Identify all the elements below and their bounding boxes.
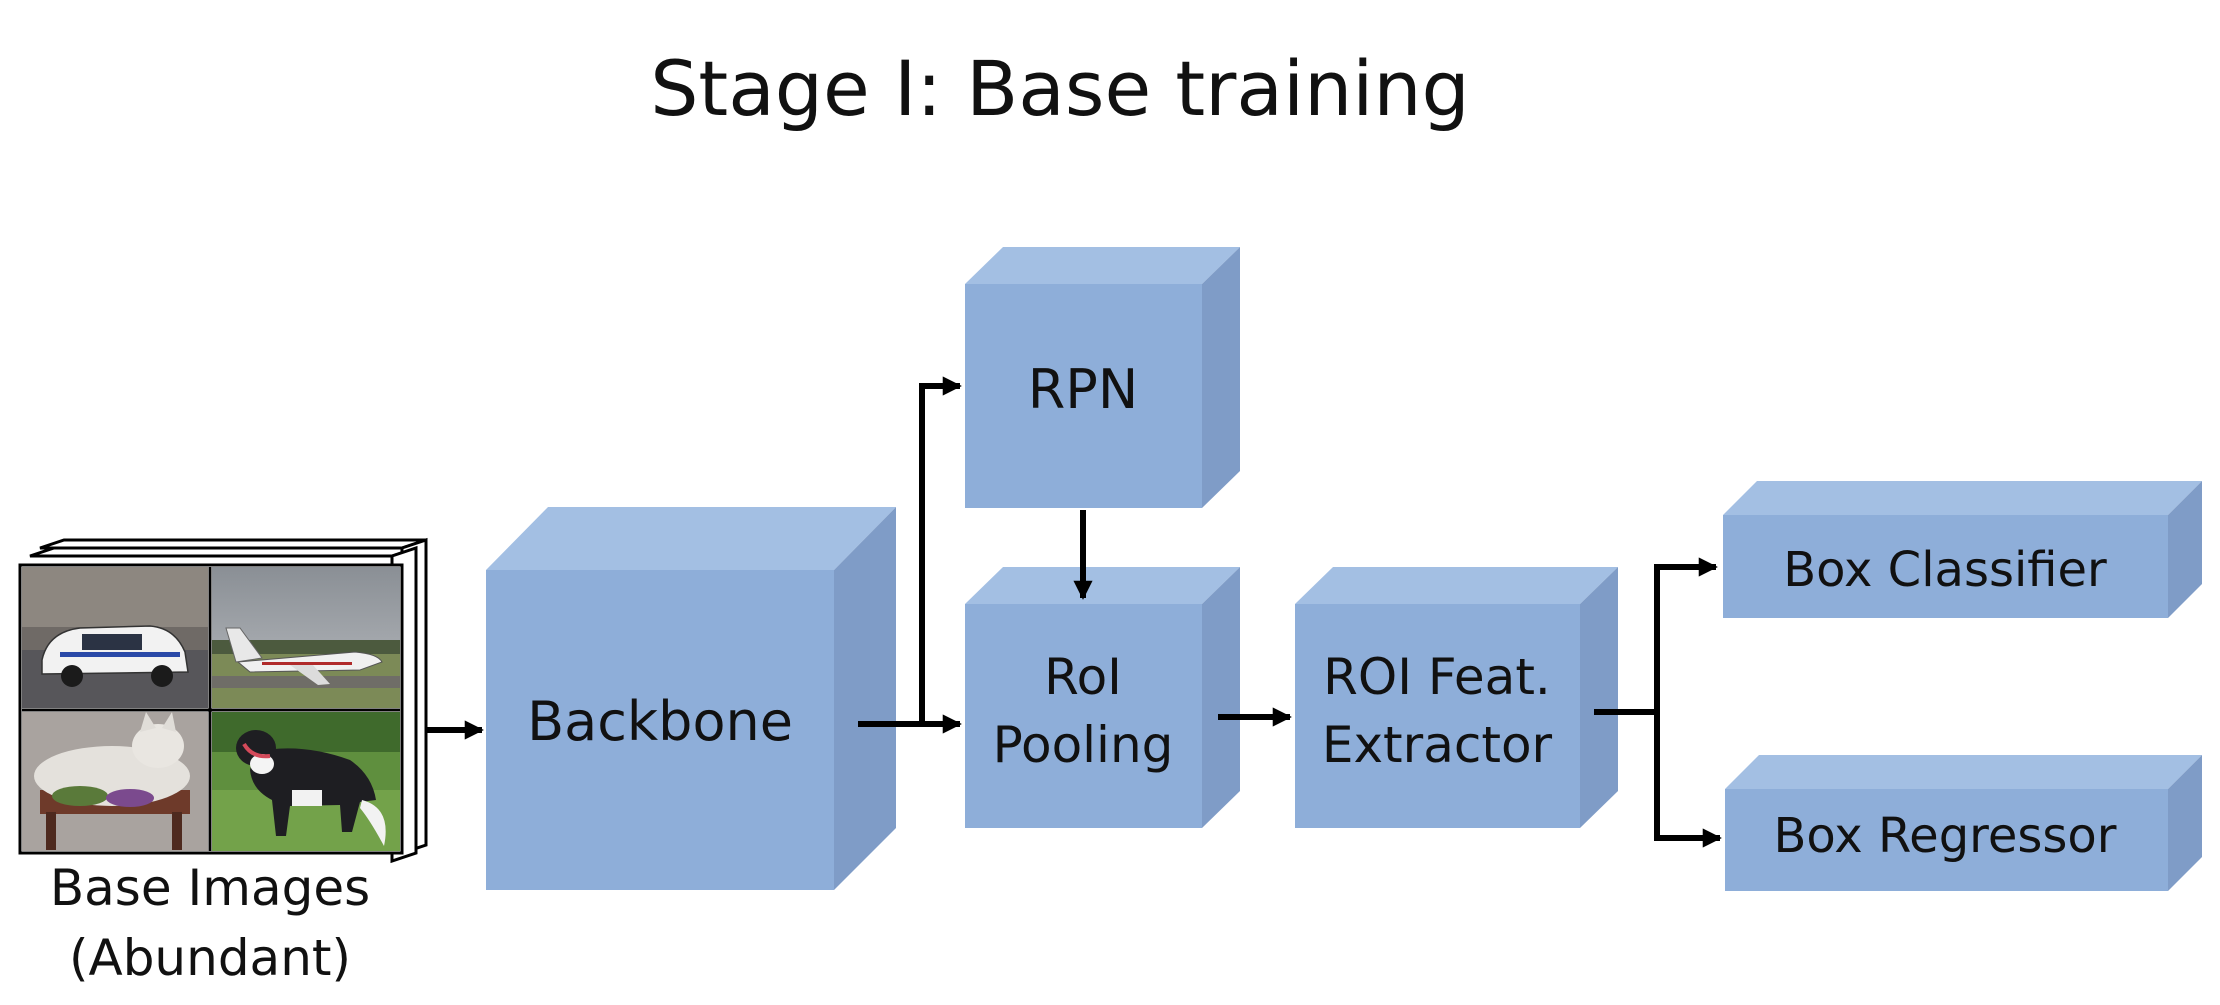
diagram-title: Stage I: Base training: [650, 44, 1470, 133]
base-images-stack: [18, 537, 428, 864]
box-classifier-label: Box Classifier: [1783, 542, 2107, 598]
roi-feature-extractor-block: ROI Feat. Extractor: [1295, 567, 1618, 828]
backbone-label: Backbone: [527, 690, 793, 753]
connectors: [426, 376, 1722, 848]
thumbnail-dog: [212, 712, 400, 851]
box-regressor-block: Box Regressor: [1725, 755, 2202, 891]
rpn-label: RPN: [1028, 358, 1138, 421]
backbone-block: Backbone: [486, 507, 896, 890]
rpn-block: RPN: [965, 247, 1240, 508]
roi-pooling-label-line1: RoI: [1044, 648, 1122, 706]
arrow-backbone-to-rpn: [919, 376, 962, 724]
base-images-label: Base Images: [50, 859, 370, 917]
box-classifier-block: Box Classifier: [1723, 481, 2202, 618]
box-regressor-label: Box Regressor: [1773, 808, 2116, 864]
thumbnail-cat: [22, 712, 208, 851]
roi-pooling-block: RoI Pooling: [965, 567, 1240, 828]
roi-feature-extractor-label-line2: Extractor: [1322, 716, 1553, 774]
arrow-to-box-regressor: [1654, 712, 1722, 848]
roi-feature-extractor-label-line1: ROI Feat.: [1323, 648, 1551, 706]
thumbnail-airplane: [212, 567, 400, 708]
thumbnail-police-car: [22, 567, 208, 708]
roi-pooling-label-line2: Pooling: [993, 716, 1174, 774]
base-images-sublabel: (Abundant): [69, 929, 351, 987]
arrow-to-box-classifier: [1654, 557, 1718, 712]
